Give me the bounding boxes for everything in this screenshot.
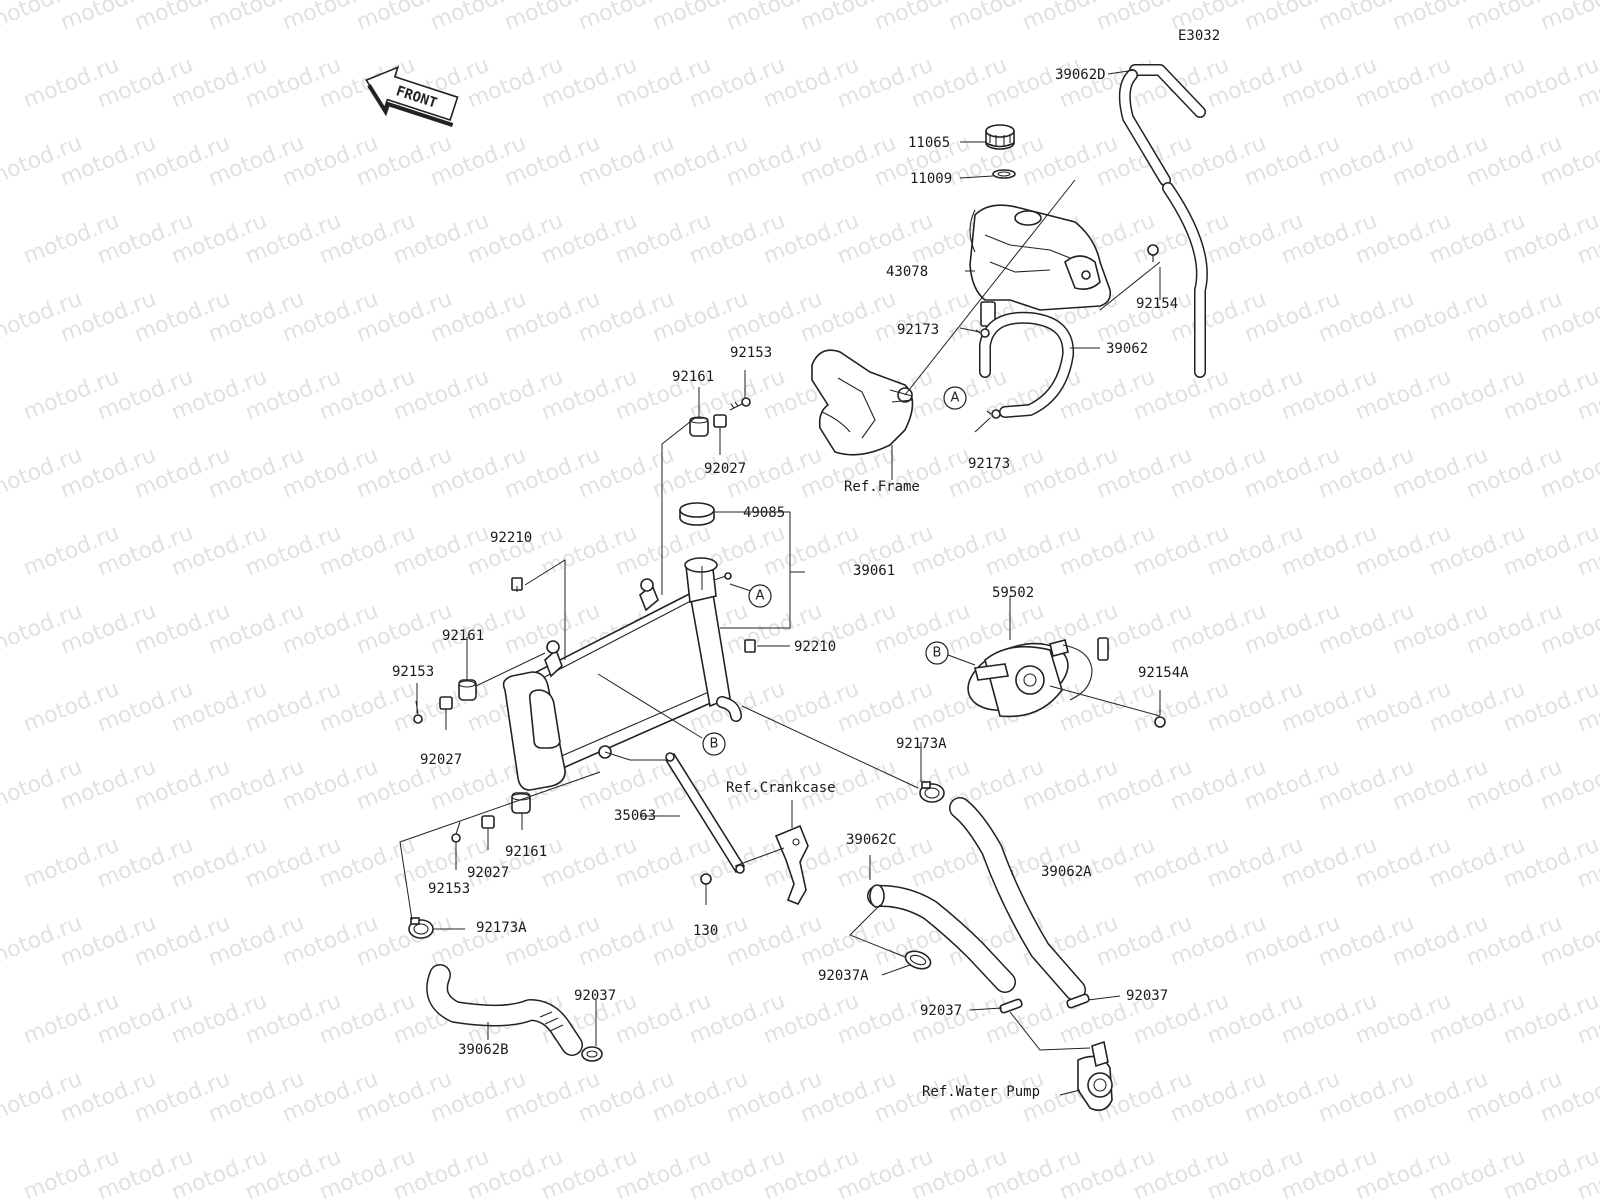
- label-59502: 59502: [992, 585, 1034, 601]
- label-39062A: 39062A: [1041, 864, 1092, 880]
- bolt-92153-top: [729, 397, 751, 411]
- label-92153-bot: 92153: [428, 881, 470, 897]
- clamp-92173A-right: [919, 781, 945, 803]
- collar-92027-bot: [481, 815, 495, 829]
- bolt-130: [700, 873, 712, 885]
- bolt-92153-bot: [451, 821, 461, 843]
- clamp-92037A: [904, 950, 932, 970]
- marker-b-fan: B: [925, 641, 949, 665]
- label-92027-top: 92027: [704, 461, 746, 477]
- label-39062B: 39062B: [458, 1042, 509, 1058]
- label-92210-top: 92210: [490, 530, 532, 546]
- bracket-35063: [664, 752, 746, 874]
- label-92153-left: 92153: [392, 664, 434, 680]
- frame-part: [811, 349, 914, 456]
- hose-39062C: [867, 884, 1016, 993]
- svg-text:A: A: [756, 589, 765, 604]
- collar-92027-top: [713, 414, 727, 428]
- label-92161-bot: 92161: [505, 844, 547, 860]
- radiator: [502, 557, 742, 791]
- collar-92027-left: [439, 696, 453, 710]
- label-11065: 11065: [908, 135, 950, 151]
- diagram-code: E3032: [1178, 28, 1220, 44]
- marker-a-radiator: A: [748, 584, 772, 608]
- hose-39062B: [426, 964, 583, 1056]
- label-92173A-right: 92173A: [896, 736, 947, 752]
- reservoir-tank: [969, 204, 1112, 327]
- label-92210-right: 92210: [794, 639, 836, 655]
- bolt-92153-left: [413, 700, 423, 724]
- svg-text:A: A: [951, 391, 960, 406]
- label-92027-left: 92027: [420, 752, 462, 768]
- front-arrow: FRONT: [365, 65, 459, 127]
- clamp-92173A-left: [408, 917, 434, 939]
- pipe-92037-right: [1066, 993, 1090, 1009]
- label-92161-left: 92161: [442, 628, 484, 644]
- label-92037-bot: 92037: [574, 988, 616, 1004]
- bolt-92154: [1147, 244, 1159, 262]
- clip-92210-right: [744, 639, 756, 653]
- water-pump: [1077, 1040, 1113, 1111]
- label-92173-top: 92173: [897, 322, 939, 338]
- crankcase-bracket: [774, 824, 809, 906]
- hose-39062D: [1118, 64, 1208, 378]
- ref-frame: Ref.Frame: [844, 479, 920, 495]
- reservoir-cap: [985, 124, 1015, 150]
- label-92161-top: 92161: [672, 369, 714, 385]
- radiator-cap: [679, 502, 715, 526]
- ref-water-pump: Ref.Water Pump: [922, 1084, 1040, 1100]
- marker-a-top: A: [943, 386, 967, 410]
- label-92153-top: 92153: [730, 345, 772, 361]
- part-labels: E3032 39062D 11065 11009 43078 92154 921…: [392, 28, 1220, 1100]
- clamp-92037-bot: [581, 1046, 603, 1062]
- label-92173A-left: 92173A: [476, 920, 527, 936]
- label-92037A: 92037A: [818, 968, 869, 984]
- svg-text:B: B: [933, 646, 942, 661]
- label-39062D: 39062D: [1055, 67, 1106, 83]
- hose-39062A: [949, 797, 1086, 1001]
- grommet-92161-left: [458, 679, 477, 701]
- label-11009: 11009: [910, 171, 952, 187]
- reservoir-gasket: [992, 169, 1016, 179]
- label-49085: 49085: [743, 505, 785, 521]
- label-92154A: 92154A: [1138, 665, 1189, 681]
- clamp-92173-mid: [986, 409, 1001, 419]
- label-39062: 39062: [1106, 341, 1148, 357]
- label-43078: 43078: [886, 264, 928, 280]
- label-92037-right: 92037: [1126, 988, 1168, 1004]
- label-92173-mid: 92173: [968, 456, 1010, 472]
- leader-lines: [399, 69, 1161, 1096]
- label-35063: 35063: [614, 808, 656, 824]
- cooling-fan: [967, 637, 1109, 718]
- label-92027-bot: 92027: [467, 865, 509, 881]
- ref-crankcase: Ref.Crankcase: [726, 780, 836, 796]
- grommet-92161-bot: [511, 792, 531, 814]
- label-39062C: 39062C: [846, 832, 897, 848]
- label-92037-mid: 92037: [920, 1003, 962, 1019]
- pipe-92037-mid: [999, 998, 1023, 1014]
- label-39061: 39061: [853, 563, 895, 579]
- svg-text:B: B: [710, 737, 719, 752]
- hose-39062: [979, 311, 1075, 418]
- marker-b-radiator: B: [702, 732, 726, 756]
- label-92154: 92154: [1136, 296, 1178, 312]
- label-130: 130: [693, 923, 718, 939]
